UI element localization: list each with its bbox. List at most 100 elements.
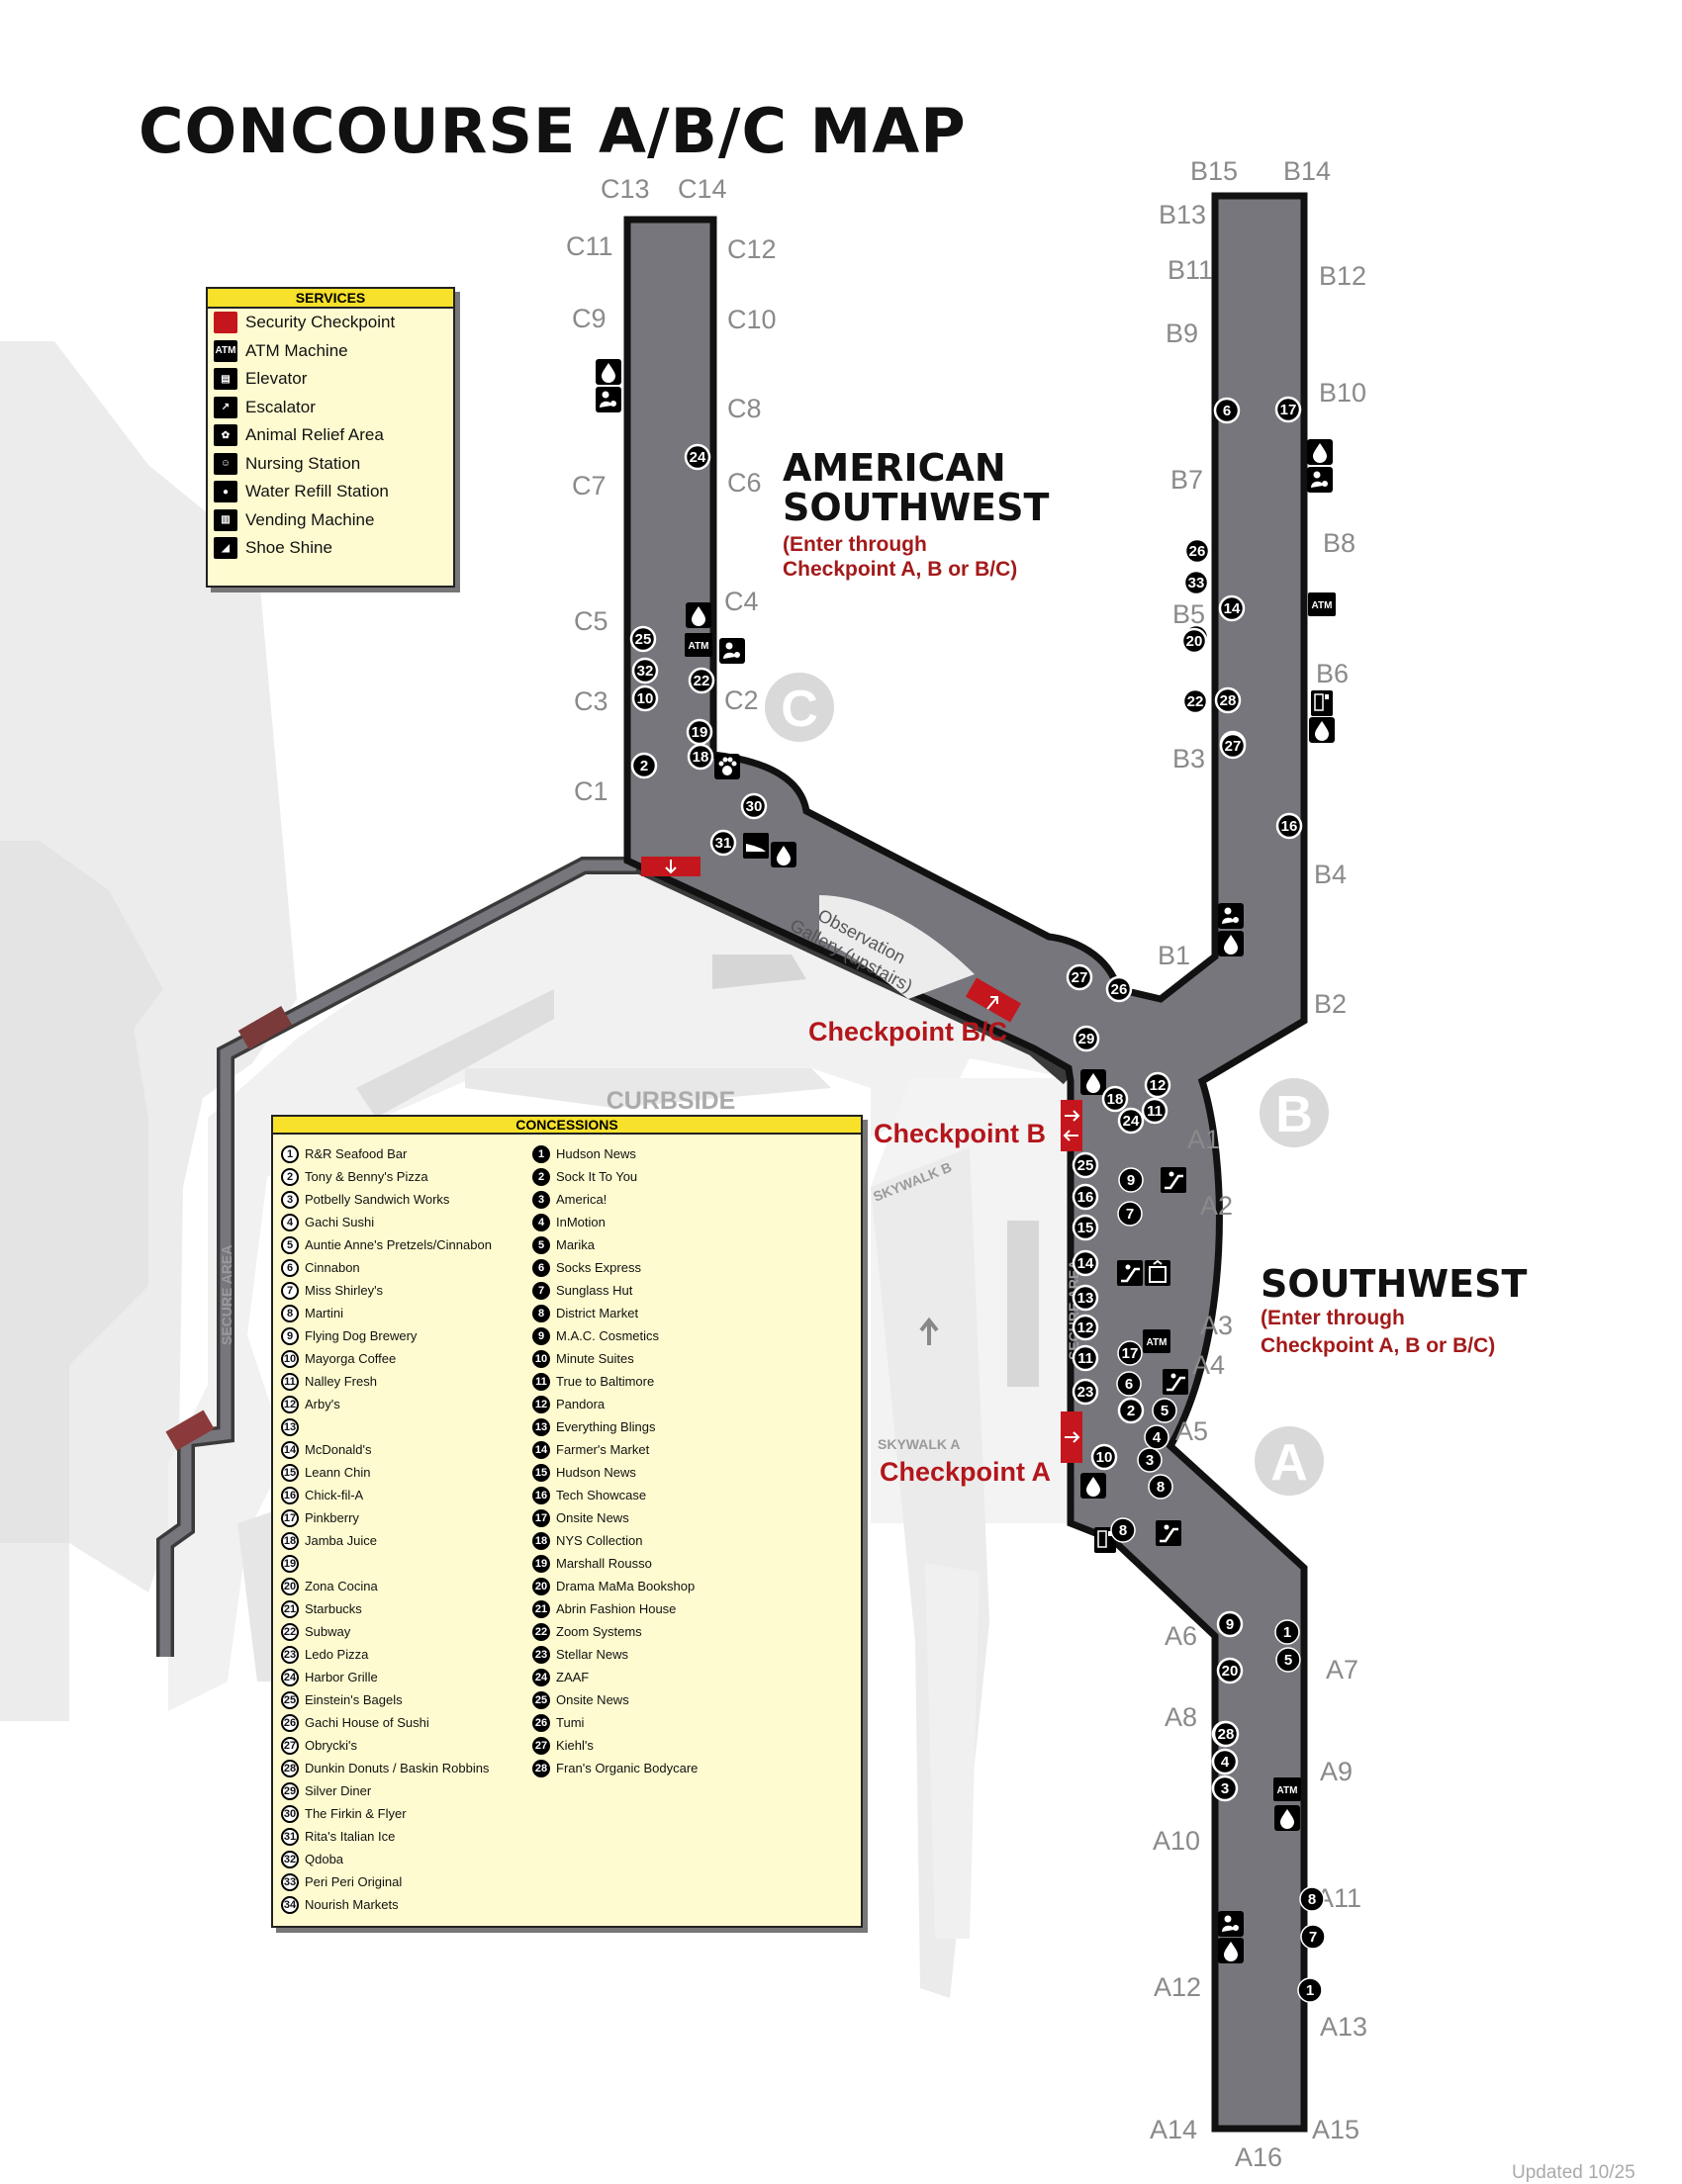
gate-c4: C4 (724, 587, 759, 616)
curbside-label: CURBSIDE (607, 1087, 736, 1115)
concession-number: 9 (532, 1326, 550, 1345)
marker-number: 23 (1077, 1384, 1094, 1401)
gate-a9: A9 (1320, 1757, 1353, 1786)
gate-a10: A10 (1153, 1826, 1200, 1856)
marker-number: 26 (1189, 543, 1206, 560)
marker-number: 12 (1150, 1077, 1167, 1094)
concession-number: 9 (281, 1326, 299, 1345)
water-refill-icon (1080, 1473, 1106, 1499)
svg-text:Checkpoint A, B or B/C): Checkpoint A, B or B/C) (783, 558, 1017, 581)
marker-number: 7 (1126, 1206, 1134, 1223)
marker-number: 11 (1147, 1103, 1163, 1120)
service-label: Elevator (245, 369, 308, 389)
service-item: ↗Escalator (208, 394, 453, 422)
service-label: Shoe Shine (245, 538, 332, 558)
concession-number: 24 (281, 1668, 299, 1686)
southwest-label: SOUTHWEST (Enter through Checkpoint A, B… (1261, 1262, 1527, 1357)
concession-number: 15 (281, 1463, 299, 1482)
concession-marker: 26 (1105, 975, 1133, 1003)
gate-c14: C14 (678, 174, 727, 204)
observation-gallery (819, 895, 975, 999)
concession-name: District Market (556, 1306, 639, 1320)
gate-c12: C12 (727, 234, 777, 264)
nursing-station-icon (1218, 1911, 1244, 1937)
concession-name: Onsite News (556, 1510, 629, 1525)
checkpoint-a-label: Checkpoint A (880, 1457, 1051, 1487)
marker-number: 18 (1107, 1091, 1124, 1108)
animal-relief-icon (714, 754, 740, 779)
concession-name: Chick-fil-A (305, 1488, 364, 1502)
concession-name: NYS Collection (556, 1533, 643, 1548)
marker-number: 27 (1225, 738, 1242, 755)
animal-relief-icon: ✿ (214, 424, 237, 447)
concession-number: 25 (281, 1690, 299, 1709)
concession-name: Nourish Markets (305, 1897, 399, 1912)
marker-number: 30 (746, 798, 763, 815)
concession-number: 23 (281, 1645, 299, 1664)
concession-number: 27 (532, 1736, 550, 1755)
concession-name: Socks Express (556, 1260, 641, 1275)
service-label: ATM Machine (245, 340, 348, 360)
concession-number: 2 (281, 1167, 299, 1186)
concession-number: 15 (532, 1463, 550, 1482)
service-label: Escalator (245, 397, 316, 416)
svg-text:(Enter through: (Enter through (783, 533, 927, 556)
concession-number: 18 (532, 1531, 550, 1550)
marker-number: 8 (1157, 1479, 1165, 1496)
water-refill-icon (1080, 1069, 1106, 1095)
concession-name: Abrin Fashion House (556, 1601, 677, 1616)
water-refill-icon (1309, 717, 1335, 743)
gate-a14: A14 (1150, 2115, 1197, 2144)
marker-number: 28 (1218, 1726, 1235, 1743)
concession-marker: 24 (684, 443, 711, 471)
water-refill-icon (1274, 1805, 1300, 1831)
concession-number: 4 (281, 1213, 299, 1231)
concession-number: 20 (281, 1577, 299, 1595)
marker-number: 4 (1153, 1429, 1162, 1446)
concession-name: Zoom Systems (556, 1624, 642, 1639)
gate-labels: C13 C14 C11 C12 C9 C10 C8 C7 C6 C5 C4 C3… (566, 156, 1367, 2172)
american-southwest-label: AMERICAN SOUTHWEST (Enter through Checkp… (783, 446, 1049, 581)
escalator-icon (1159, 1165, 1188, 1195)
concession-name: Subway (305, 1624, 351, 1639)
concourse-letter-a: A (1255, 1426, 1324, 1496)
concession-marker: 5 (1152, 1398, 1177, 1423)
concession-name: Marika (556, 1237, 596, 1252)
concession-name: Dunkin Donuts / Baskin Robbins (305, 1761, 490, 1775)
updated-date: Updated 10/25 (1512, 2162, 1635, 2183)
water-refill-icon (596, 359, 621, 385)
concession-number: 23 (532, 1645, 550, 1664)
concession-name: Martini (305, 1306, 344, 1320)
gate-a5: A5 (1175, 1416, 1208, 1446)
concession-name: Zona Cocina (305, 1579, 378, 1593)
marker-number: 2 (1127, 1403, 1135, 1419)
concession-number: 30 (281, 1804, 299, 1823)
marker-number: 11 (1077, 1350, 1093, 1367)
marker-number: 33 (1188, 575, 1205, 592)
marker-number: 31 (715, 835, 732, 852)
concession-name: Tumi (556, 1715, 585, 1730)
marker-number: 13 (1077, 1290, 1094, 1307)
